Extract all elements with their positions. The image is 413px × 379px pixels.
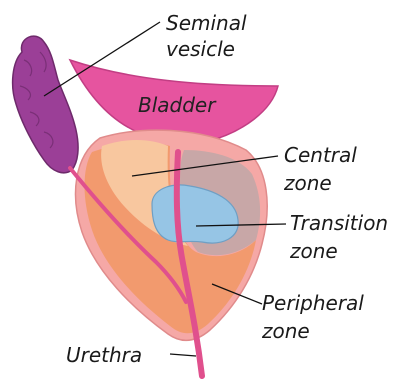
transition-zone-label: Transition zone	[289, 211, 394, 263]
leader-urethra	[170, 354, 196, 356]
seminal-vesicle-label: Seminal vesicle	[166, 11, 253, 61]
peripheral-zone-label: Peripheral zone	[261, 291, 370, 343]
central-zone-label: Central zone	[283, 143, 363, 195]
urethra-label: Urethra	[66, 343, 142, 367]
seminal-vesicle-shape	[13, 36, 78, 173]
bladder-label: Bladder	[138, 93, 217, 117]
